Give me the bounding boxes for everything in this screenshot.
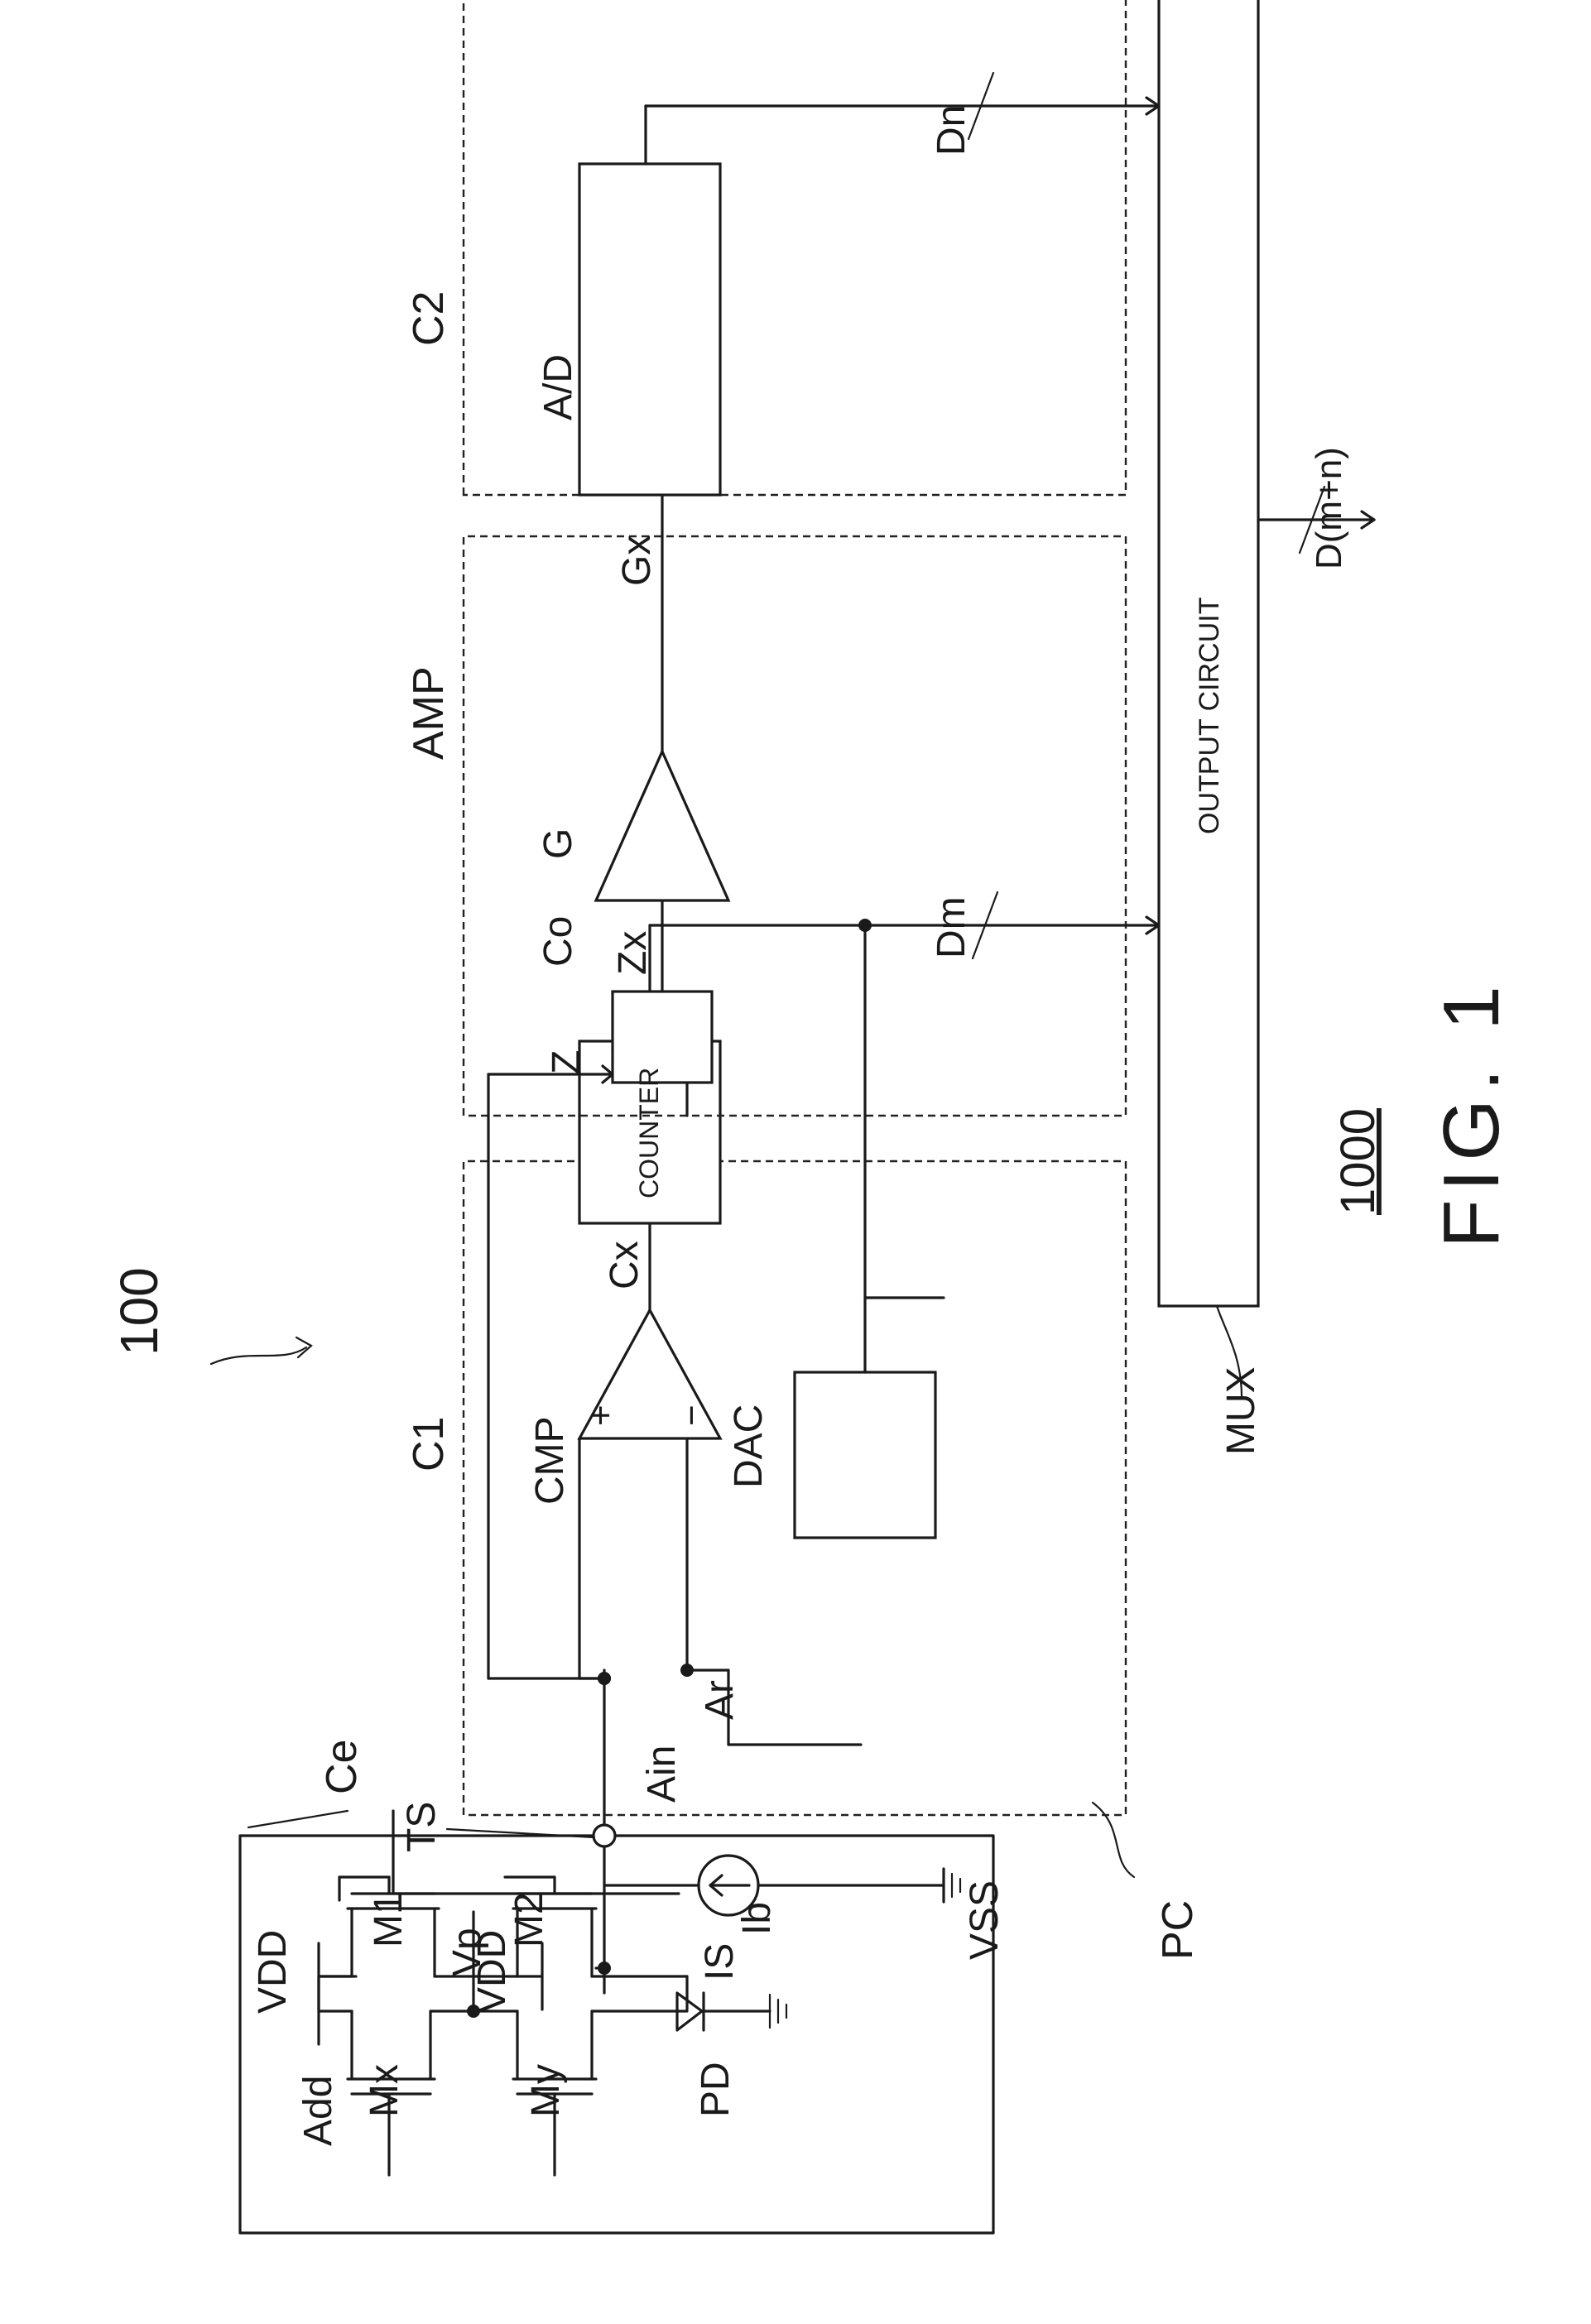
label-block-c1: C1 <box>405 1417 453 1472</box>
label-cx: Cx <box>603 1241 646 1289</box>
label-vdd-1: VDD <box>251 1930 295 2014</box>
ad-converter-block <box>579 164 720 495</box>
label-cell: Ce <box>318 1740 366 1794</box>
label-z: Z <box>545 1050 589 1074</box>
label-mx: Mx <box>363 2064 406 2117</box>
block-amp-frame <box>464 536 1126 1116</box>
label-block-c2: C2 <box>405 291 453 346</box>
figure-reference: 1000 <box>1331 1108 1385 1215</box>
label-vp: Vp <box>445 1928 489 1976</box>
label-counter-ref: Co <box>536 916 580 967</box>
label-m2: M2 <box>507 1892 551 1947</box>
label-bias-current: Ib <box>735 1902 779 1935</box>
label-ad: A/D <box>536 354 580 420</box>
label-g: G <box>536 828 580 859</box>
label-dn: Dn <box>930 105 973 156</box>
leader-device <box>211 1347 306 1364</box>
figure-title: FIG. 1 <box>1427 977 1516 1248</box>
label-plus: + <box>580 1404 621 1426</box>
label-my: My <box>524 2064 568 2117</box>
label-counter-text: COUNTER <box>634 1068 664 1198</box>
label-zx: Zx <box>611 931 655 975</box>
label-add: Add <box>296 2076 340 2146</box>
label-ain: Ain <box>640 1745 684 1803</box>
amplifier-g <box>596 751 728 900</box>
label-pixel-cell: PC <box>1154 1900 1202 1960</box>
label-device: 100 <box>109 1267 169 1356</box>
label-minus: − <box>671 1404 712 1426</box>
label-m1: M1 <box>367 1892 411 1947</box>
photodiode <box>677 1993 786 2030</box>
label-current-source: IS <box>698 1943 742 1981</box>
terminal-ts <box>594 1825 615 1846</box>
label-photodiode: PD <box>694 2062 738 2117</box>
label-terminal: TS <box>400 1802 444 1852</box>
label-output-circuit: OUTPUT CIRCUIT <box>1194 598 1225 834</box>
label-comparator: CMP <box>528 1416 572 1505</box>
label-dac: DAC <box>727 1404 771 1488</box>
current-source <box>604 1856 960 1915</box>
label-ar: Ar <box>698 1680 742 1720</box>
label-vss: VSS <box>963 1880 1007 1960</box>
label-gx: Gx <box>615 535 659 586</box>
label-output-bus: D(m+n) <box>1309 447 1349 569</box>
label-dm: Dm <box>930 896 973 958</box>
label-block-amp: AMP <box>405 666 453 760</box>
dac-block <box>795 1372 935 1538</box>
leader-pc <box>1093 1803 1134 1877</box>
block-c2-frame <box>464 0 1126 495</box>
leader-ce <box>248 1811 348 1827</box>
